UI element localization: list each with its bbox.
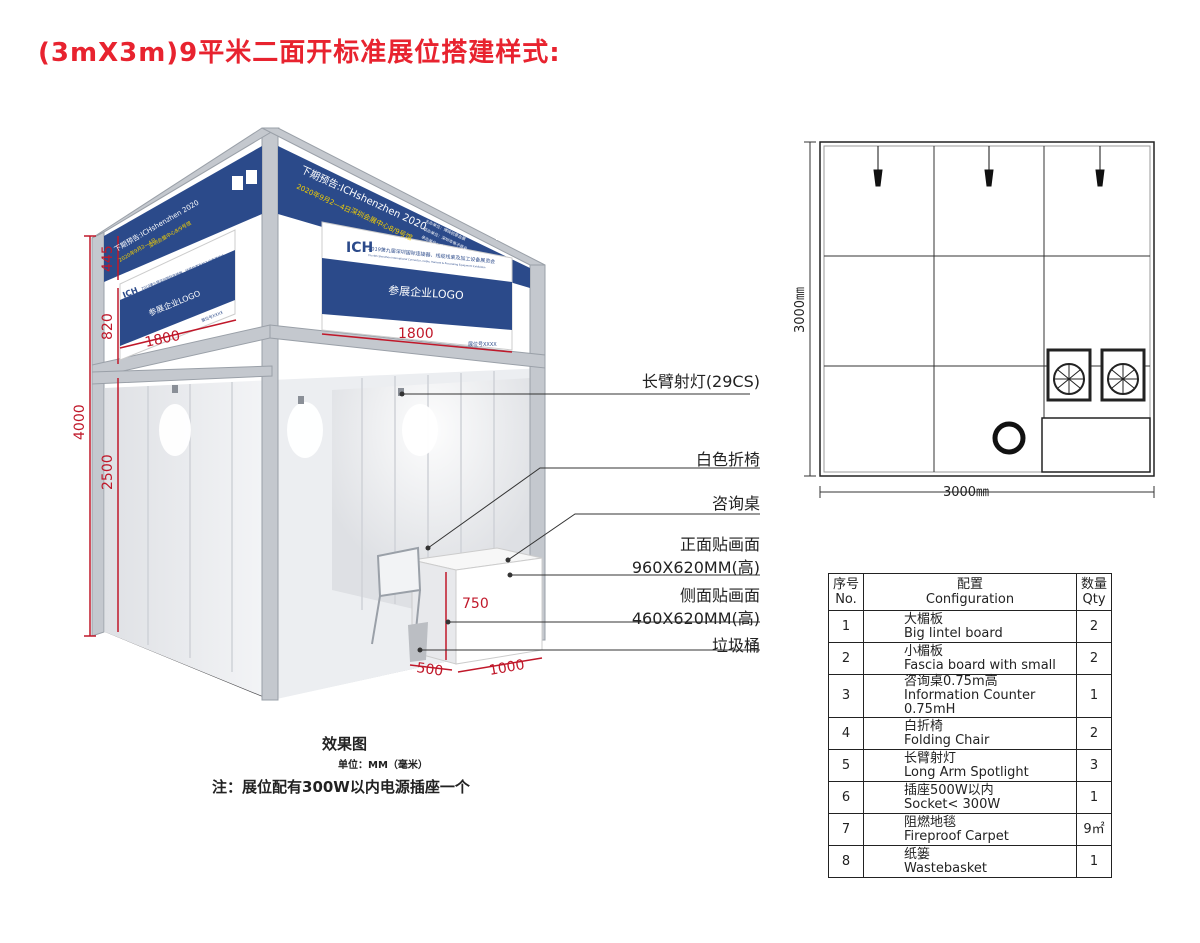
wastebasket [408,622,428,662]
callout-front-graphic-1: 正面贴画面 [679,535,760,554]
dim-1000: 1000 [488,657,526,679]
callout-spotlight: 长臂射灯(29CS) [641,372,760,391]
caption-main: 效果图 [322,735,368,753]
dim-2500: 2500 [100,454,116,490]
dim-445: 445 [100,245,116,272]
plan-height-label: 3000㎜ [793,287,808,333]
lintel-front-logo: ICH [346,240,373,256]
dim-4000: 4000 [72,404,88,440]
left-wall [105,380,272,700]
plan-chair-1 [1046,348,1092,402]
dim-750: 750 [462,596,489,612]
callout-side-graphic-1: 侧面贴画面 [679,586,760,605]
plan-chair-2 [1100,348,1146,402]
callout-bin: 垃圾桶 [711,636,760,655]
fascia-side [104,146,262,282]
callout-front-graphic-2: 960X620MM(高) [631,558,760,577]
qr-code-1 [232,176,243,190]
caption-note: 注：展位配有300W以内电源插座一个 [212,778,470,796]
lintel-front-booth-no: 展位号XXXX [468,341,497,348]
plan-width-label: 3000㎜ [943,485,989,500]
page-title: (3mX3m)9平米二面开标准展位搭建样式: [38,38,561,68]
dim-820: 820 [100,313,116,340]
qr-code-3 [496,226,507,240]
caption-unit: 单位：MM（毫米） [338,760,428,771]
callout-chair: 白色折椅 [695,450,760,469]
dim-500: 500 [415,660,444,680]
qr-code-2 [246,170,257,184]
qr-code-4 [512,230,523,244]
plan-wastebasket [992,421,1026,455]
callout-side-graphic-2: 460X620MM(高) [631,609,760,628]
floor-plan: 3000㎜ 3000㎜ [793,141,1155,500]
callout-counter: 咨询桌 [711,494,760,513]
dim-1800-front: 1800 [398,326,434,342]
plan-counter [1041,417,1151,473]
lintel-front-company: 参展企业LOGO [388,283,465,302]
dim-1800-side: 1800 [144,328,182,351]
